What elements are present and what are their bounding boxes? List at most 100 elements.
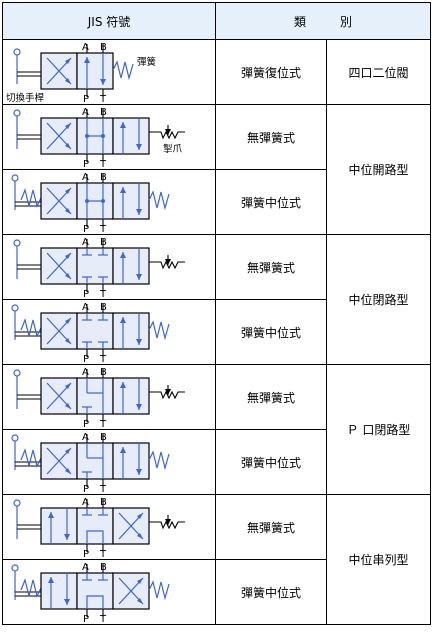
cross-arrows-icon bbox=[46, 382, 72, 410]
cross-arrows-icon bbox=[46, 317, 72, 345]
port-b-label: B bbox=[100, 42, 107, 53]
svg-text:A: A bbox=[82, 432, 89, 443]
type-name-cell: 彈簧復位式 bbox=[215, 39, 327, 105]
svg-text:B: B bbox=[100, 562, 107, 573]
type-name-cell: 彈簧中位式 bbox=[215, 169, 327, 235]
parallel-arrows-icon bbox=[120, 248, 142, 284]
parallel-arrows-icon bbox=[48, 508, 70, 544]
valve-symbol-4-2-spring-return: 彈簧 切換手桿 A B P T bbox=[6, 42, 157, 104]
cross-arrows-icon bbox=[46, 57, 72, 85]
parallel-arrows-icon bbox=[120, 118, 142, 154]
type-name-cell: 彈簧中位式 bbox=[215, 299, 327, 365]
svg-text:T: T bbox=[99, 419, 107, 429]
category-cell: 中位串列型 bbox=[326, 494, 431, 625]
parallel-arrows-icon bbox=[120, 443, 142, 479]
parallel-arrows-icon bbox=[48, 573, 70, 609]
port-a-label: A bbox=[82, 42, 89, 53]
spring-icon bbox=[148, 450, 170, 471]
type-name-cell: 無彈簧式 bbox=[215, 104, 327, 170]
svg-text:T: T bbox=[99, 224, 107, 234]
lever-icon bbox=[13, 499, 41, 539]
port-p-label: P bbox=[83, 94, 89, 104]
header-kind-b: 別 bbox=[340, 14, 353, 29]
svg-text:P: P bbox=[83, 159, 89, 169]
type-name-cell: 彈簧中位式 bbox=[215, 559, 327, 625]
svg-text:T: T bbox=[99, 549, 107, 559]
category-cell: 四口二位閥 bbox=[326, 39, 431, 105]
header-kind: 類別 bbox=[215, 2, 431, 40]
svg-text:B: B bbox=[100, 237, 107, 248]
p-closed-center-icon bbox=[82, 378, 104, 414]
cross-arrows-icon bbox=[46, 187, 72, 215]
svg-text:A: A bbox=[82, 172, 89, 183]
open-center-icon bbox=[85, 118, 105, 154]
spring-icon bbox=[148, 580, 170, 601]
svg-text:P: P bbox=[83, 614, 89, 624]
type-name-cell: 彈簧中位式 bbox=[215, 429, 327, 495]
header-kind-a: 類 bbox=[293, 14, 306, 29]
spring-icon bbox=[20, 318, 42, 338]
detent-icon bbox=[149, 385, 185, 400]
parallel-arrows-icon bbox=[84, 53, 106, 89]
type-name-cell: 無彈簧式 bbox=[215, 364, 327, 430]
closed-center-icon bbox=[82, 313, 108, 349]
svg-text:A: A bbox=[82, 562, 89, 573]
type-name-cell: 無彈簧式 bbox=[215, 234, 327, 300]
tandem-center-icon bbox=[82, 573, 108, 609]
tandem-center-icon bbox=[82, 508, 108, 544]
cross-arrows-icon bbox=[46, 252, 72, 280]
spring-label: 彈簧 bbox=[137, 56, 157, 68]
header-row: JIS 符號 類別 bbox=[2, 2, 431, 40]
detent-icon bbox=[149, 515, 185, 530]
detent-icon bbox=[149, 125, 185, 140]
spring-icon bbox=[20, 578, 42, 598]
svg-text:T: T bbox=[99, 289, 107, 299]
cross-arrows-icon bbox=[46, 122, 72, 150]
header-symbol: JIS 符號 bbox=[2, 2, 216, 40]
category-cell: 中位閉路型 bbox=[326, 234, 431, 365]
svg-text:A: A bbox=[82, 367, 89, 378]
parallel-arrows-icon bbox=[120, 313, 142, 349]
svg-text:P: P bbox=[83, 289, 89, 299]
svg-text:A: A bbox=[82, 302, 89, 313]
open-center-icon bbox=[85, 183, 105, 219]
lever-icon bbox=[13, 48, 41, 84]
svg-text:B: B bbox=[100, 367, 107, 378]
symbol-cell: 彈簧 切換手桿 A B P T bbox=[2, 39, 216, 105]
svg-text:B: B bbox=[100, 302, 107, 313]
cross-arrows-icon bbox=[118, 577, 144, 605]
lever-icon bbox=[13, 369, 41, 409]
closed-center-icon bbox=[82, 248, 108, 284]
svg-text:B: B bbox=[100, 497, 107, 508]
svg-text:T: T bbox=[99, 354, 107, 364]
spring-icon bbox=[112, 60, 134, 81]
spring-icon bbox=[20, 188, 42, 208]
lever-label: 切換手桿 bbox=[6, 92, 45, 104]
port-t-label: T bbox=[99, 94, 107, 104]
svg-text:A: A bbox=[82, 497, 89, 508]
svg-text:A: A bbox=[82, 107, 89, 118]
category-cell: Ｐ 口閉路型 bbox=[326, 364, 431, 495]
detent-icon bbox=[149, 255, 185, 270]
svg-text:T: T bbox=[99, 484, 107, 494]
svg-text:T: T bbox=[99, 159, 107, 169]
svg-text:B: B bbox=[100, 172, 107, 183]
svg-text:P: P bbox=[83, 549, 89, 559]
type-name-cell: 無彈簧式 bbox=[215, 494, 327, 560]
